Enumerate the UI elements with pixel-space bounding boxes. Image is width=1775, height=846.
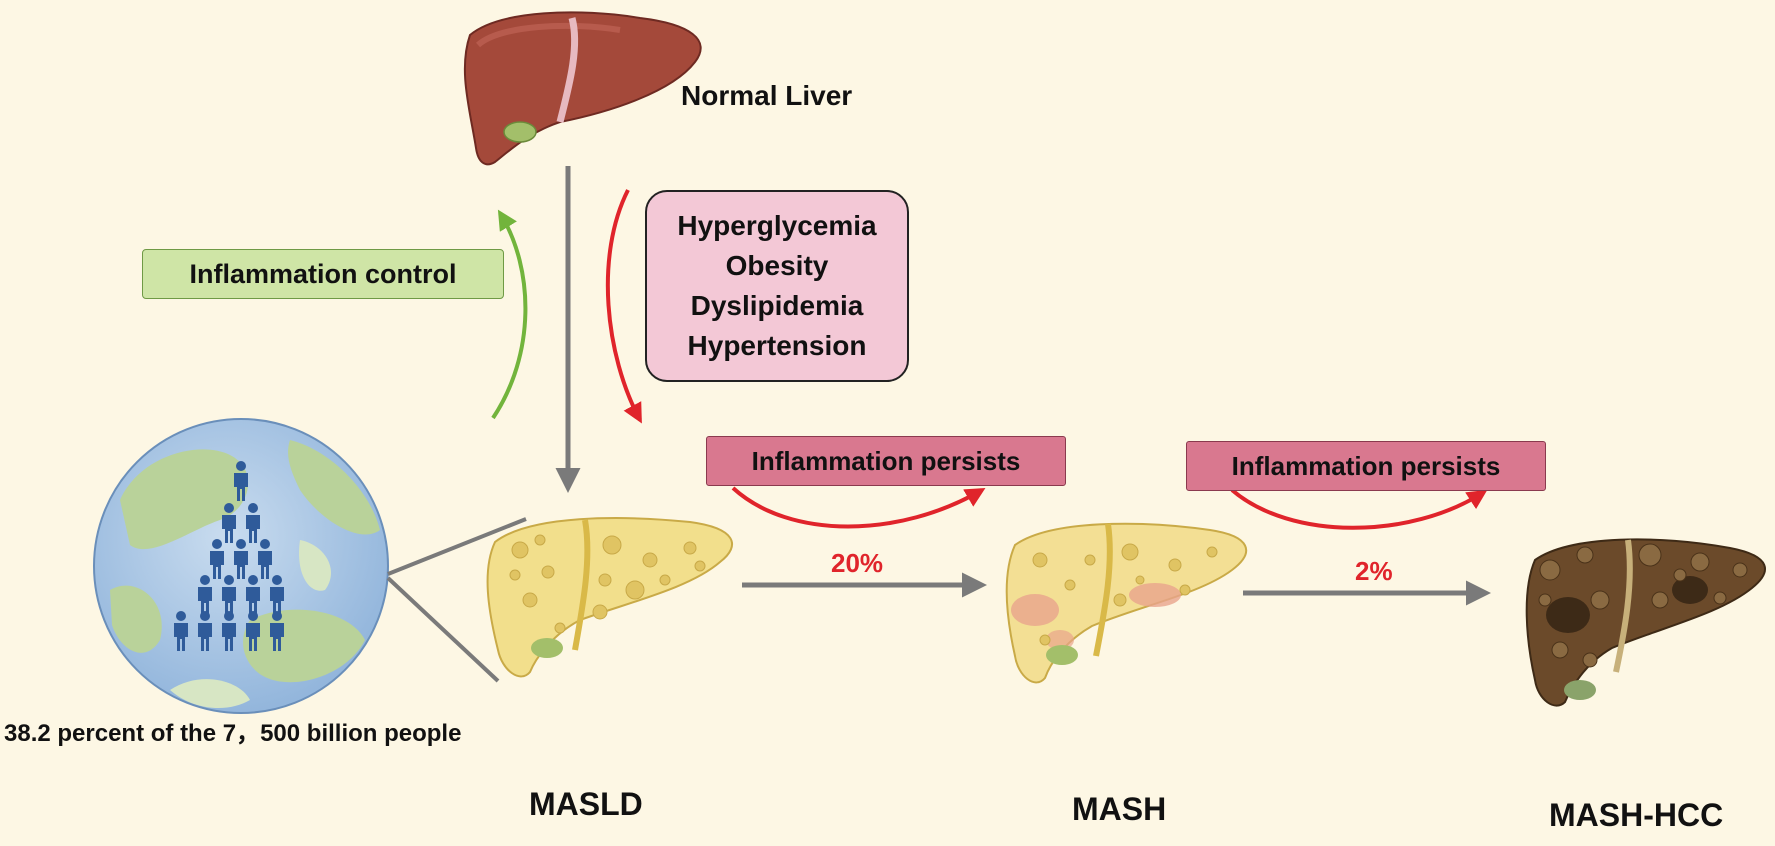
globe-connector-top <box>387 517 527 576</box>
person-icon <box>222 611 236 651</box>
person-icon <box>210 539 224 579</box>
masld-label: MASLD <box>529 786 643 822</box>
risk-factors-box: Hyperglycemia Obesity Dyslipidemia Hyper… <box>645 190 909 382</box>
person-icon <box>234 539 248 579</box>
person-icon <box>246 611 260 651</box>
person-icon <box>258 539 272 579</box>
person-icon <box>246 575 260 615</box>
inflammation-control-box: Inflammation control <box>142 249 504 299</box>
hcc-nodules <box>1538 543 1748 668</box>
globe-connector-bottom <box>386 576 500 683</box>
mash-to-hcc-rate: 2% <box>1355 556 1393 586</box>
normal-liver-icon <box>463 11 702 166</box>
mash-label: MASH <box>1072 791 1167 827</box>
masld-to-mash-rate: 20% <box>831 548 884 578</box>
risk-arrow <box>605 189 642 424</box>
recovery-arrow <box>491 209 528 420</box>
people-icon <box>174 461 284 651</box>
masld-fat-droplets <box>509 534 706 634</box>
person-icon <box>234 461 248 501</box>
prevalence-label: 38.2 percent of the 7，500 billion people <box>4 720 462 747</box>
risk-factor-hyperglycemia: Hyperglycemia <box>677 210 877 241</box>
normal-liver-label: Normal Liver <box>681 80 853 111</box>
masld-liver-icon <box>486 517 733 678</box>
mash-liver-icon <box>1005 522 1248 684</box>
person-icon <box>198 575 212 615</box>
person-icon <box>270 575 284 615</box>
person-icon <box>270 611 284 651</box>
mash-fat-droplets <box>1032 543 1218 646</box>
risk-factor-dyslipidemia: Dyslipidemia <box>690 290 864 321</box>
mash-hcc-label: MASH-HCC <box>1549 797 1724 833</box>
person-icon <box>198 611 212 651</box>
person-icon <box>174 611 188 651</box>
person-icon <box>222 503 236 543</box>
risk-factor-hypertension: Hypertension <box>687 330 867 361</box>
inflammation-persists-box-1: Inflammation persists <box>706 436 1066 486</box>
inflammation-persists-box-2: Inflammation persists <box>1186 441 1546 491</box>
person-icon <box>222 575 236 615</box>
person-icon <box>246 503 260 543</box>
persist-arrow-2 <box>1230 488 1488 530</box>
risk-factor-obesity: Obesity <box>725 250 829 281</box>
persist-arrow-1 <box>731 486 986 529</box>
